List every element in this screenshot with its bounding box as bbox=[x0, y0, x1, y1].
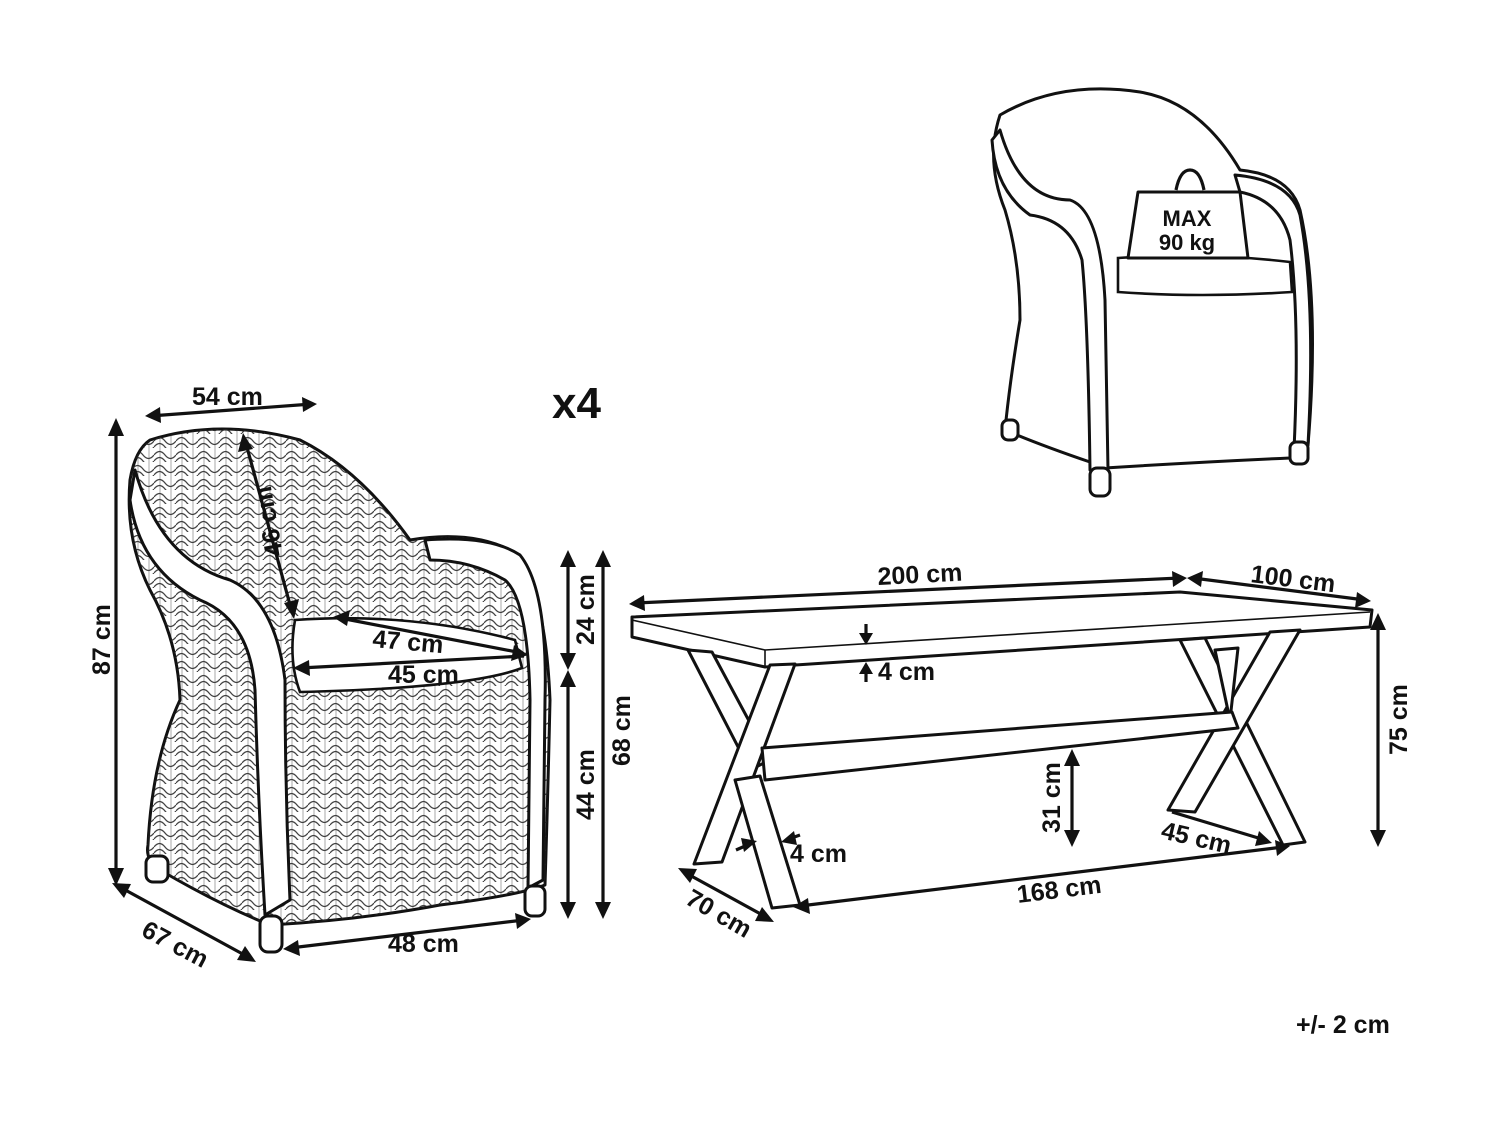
weight-icon: MAX 90 kg bbox=[1126, 168, 1250, 260]
chair-left-armrest bbox=[128, 468, 292, 917]
table-width-label: 100 cm bbox=[1249, 560, 1337, 598]
chair-leg-back-left bbox=[144, 854, 170, 884]
chair-seat-depth-label: 47 cm bbox=[371, 625, 444, 659]
table-height-label: 75 cm bbox=[1385, 684, 1413, 755]
chair-cushion bbox=[291, 616, 524, 694]
table-top bbox=[630, 590, 1374, 669]
small-chair-cushion bbox=[1116, 254, 1294, 297]
small-chair-leg-1 bbox=[1088, 466, 1112, 498]
quantity-label: x4 bbox=[552, 379, 601, 428]
chair-depth-label: 67 cm bbox=[137, 916, 213, 974]
load-weight-label: 90 kg bbox=[1159, 230, 1215, 255]
chair-leg-front-left bbox=[258, 914, 284, 954]
chair-leg-front-right bbox=[523, 884, 547, 918]
table-dimensions: 200 cm 100 cm 4 cm 75 cm 31 cm 4 cm 45 c… bbox=[629, 559, 1413, 944]
table-leg-thickness-label: 4 cm bbox=[790, 840, 847, 868]
small-chair-leg-2 bbox=[1288, 440, 1310, 466]
table-top-thickness-label: 4 cm bbox=[878, 658, 935, 686]
table-view bbox=[630, 590, 1374, 910]
tolerance-label: +/- 2 cm bbox=[1296, 1011, 1390, 1039]
small-chair-left-armrest bbox=[990, 128, 1110, 472]
table-length-label: 200 cm bbox=[877, 559, 963, 591]
chair-right-armrest bbox=[423, 537, 547, 890]
chair-seat-width-label: 45 cm bbox=[388, 661, 459, 689]
table-right-leg bbox=[1178, 636, 1307, 847]
chair-width-label: 54 cm bbox=[192, 383, 263, 411]
table-stretcher bbox=[760, 710, 1240, 782]
chair-base-width-label: 48 cm bbox=[388, 930, 459, 958]
table-stretcher-height-label: 31 cm bbox=[1038, 762, 1066, 833]
chair-arm-total-height-label: 68 cm bbox=[608, 695, 636, 766]
chair-height-label: 87 cm bbox=[88, 604, 116, 675]
table-leg-depth-label: 70 cm bbox=[681, 884, 756, 944]
chair-seat-height-label: 44 cm bbox=[572, 749, 600, 820]
small-chair-leg-3 bbox=[1000, 418, 1020, 442]
chair-front-view bbox=[127, 427, 552, 954]
chair-armrest-height-label: 24 cm bbox=[572, 574, 600, 645]
chair-dimensions: 54 cm 87 cm 46 cm 47 cm 45 cm 24 cm 44 c… bbox=[88, 383, 636, 974]
chair-load-view: MAX 90 kg bbox=[990, 87, 1314, 498]
load-max-label: MAX bbox=[1163, 206, 1212, 231]
